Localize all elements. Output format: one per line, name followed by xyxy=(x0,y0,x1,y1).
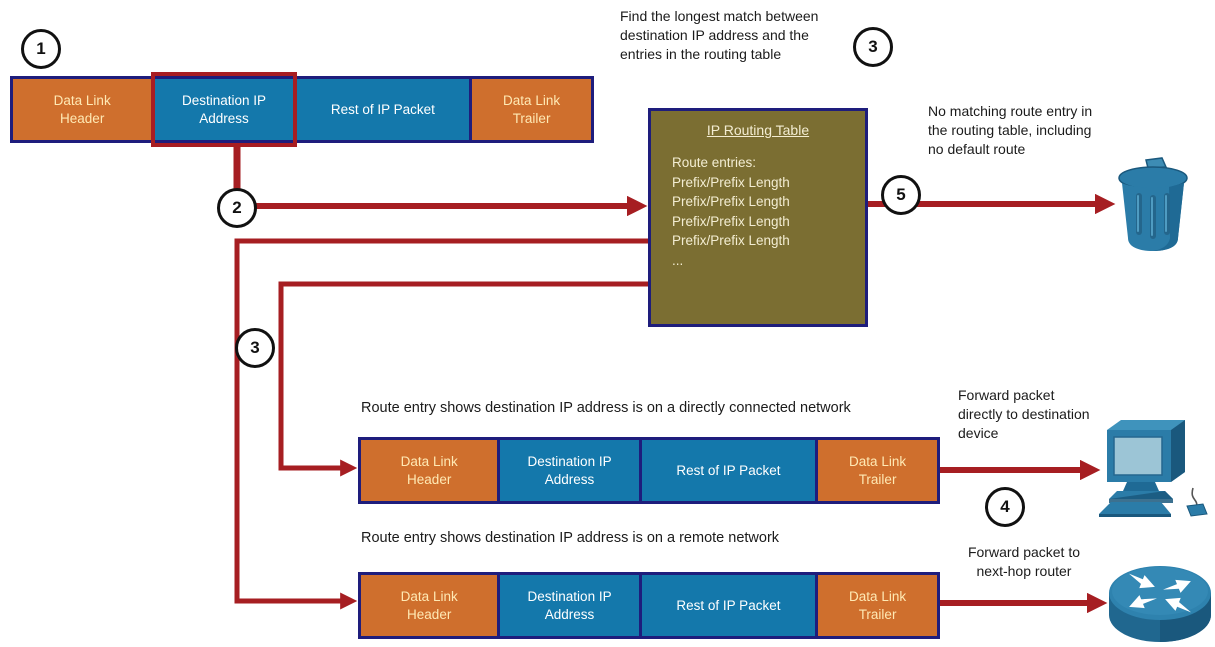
packet-segment-rest-of-packet: Rest of IP Packet xyxy=(638,440,816,501)
packet-segment-destination-ip: Destination IP Address xyxy=(497,440,639,501)
routing-table-entries: Route entries: Prefix/Prefix Length Pref… xyxy=(651,153,865,270)
packet-segment-rest-of-packet: Rest of IP Packet xyxy=(293,79,470,140)
packet-segment-data-link-trailer: Data Link Trailer xyxy=(815,575,937,636)
annotation-no-matching-route: No matching route entry in the routing t… xyxy=(928,103,1093,158)
segment-label: Data Link Header xyxy=(400,588,458,622)
packet-segment-rest-of-packet: Rest of IP Packet xyxy=(638,575,816,636)
step-circle-5: 5 xyxy=(881,175,921,215)
annotation-forward-directly: Forward packet directly to destination d… xyxy=(958,387,1090,442)
route-entry-row: Prefix/Prefix Length xyxy=(672,233,790,248)
desktop-computer-icon xyxy=(1099,420,1208,517)
segment-label: Data Link Trailer xyxy=(849,453,907,487)
segment-label: Data Link Header xyxy=(400,453,458,487)
segment-label: Destination IP Address xyxy=(182,92,267,126)
route-entries-label: Route entries: xyxy=(672,155,757,170)
step-number: 2 xyxy=(232,198,242,217)
route-entry-row: Prefix/Prefix Length xyxy=(672,194,790,209)
connector-table-to-remote-packet-arrow xyxy=(234,238,648,610)
packet-directly-connected: Data Link Header Destination IP Address … xyxy=(358,437,940,504)
segment-label: Rest of IP Packet xyxy=(330,101,435,117)
packet-segment-data-link-trailer: Data Link Trailer xyxy=(469,79,591,140)
route-entry-row: Prefix/Prefix Length xyxy=(672,174,790,190)
routing-table-title: IP Routing Table xyxy=(706,122,810,138)
packet-original: Data Link Header Destination IP Address … xyxy=(10,72,594,147)
router-icon xyxy=(1109,566,1211,642)
route-entry-row: ... xyxy=(672,252,684,268)
connector-table-to-direct-packet-arrow xyxy=(278,281,648,477)
packet-segment-destination-ip: Destination IP Address xyxy=(151,72,297,147)
annotation-directly-connected: Route entry shows destination IP address… xyxy=(361,400,851,416)
segment-label: Data Link Header xyxy=(53,92,111,126)
packet-segment-data-link-header: Data Link Header xyxy=(361,575,498,636)
step-circle-1: 1 xyxy=(21,29,61,69)
segment-label: Data Link Trailer xyxy=(503,92,561,126)
segment-label: Rest of IP Packet xyxy=(676,462,781,478)
annotation-forward-next-hop: Forward packet to next-hop router xyxy=(967,544,1081,580)
packet-segment-data-link-header: Data Link Header xyxy=(361,440,498,501)
segment-label: Rest of IP Packet xyxy=(676,597,781,613)
segment-label: Data Link Trailer xyxy=(849,588,907,622)
annotation-find-longest-match: Find the longest match between destinati… xyxy=(620,8,819,63)
step-number: 3 xyxy=(250,338,260,357)
step-number: 5 xyxy=(896,185,906,204)
trash-can-icon xyxy=(1118,157,1188,251)
packet-remote-network: Data Link Header Destination IP Address … xyxy=(358,572,940,639)
step-circle-2: 2 xyxy=(217,188,257,228)
route-entry-row: Prefix/Prefix Length xyxy=(672,213,790,229)
packet-segment-data-link-trailer: Data Link Trailer xyxy=(815,440,937,501)
segment-label: Destination IP Address xyxy=(527,453,612,487)
packet-segment-data-link-header: Data Link Header xyxy=(13,79,152,140)
step-number: 3 xyxy=(868,37,878,56)
ip-routing-table: IP Routing Table Route entries: Prefix/P… xyxy=(648,108,868,327)
packet-segment-destination-ip: Destination IP Address xyxy=(497,575,639,636)
segment-label: Destination IP Address xyxy=(527,588,612,622)
step-number: 4 xyxy=(1000,497,1010,516)
step-circle-4: 4 xyxy=(985,487,1025,527)
annotation-remote-network: Route entry shows destination IP address… xyxy=(361,530,780,546)
step-circle-3-left: 3 xyxy=(235,328,275,368)
step-circle-3-top: 3 xyxy=(853,27,893,67)
step-number: 1 xyxy=(36,39,46,58)
